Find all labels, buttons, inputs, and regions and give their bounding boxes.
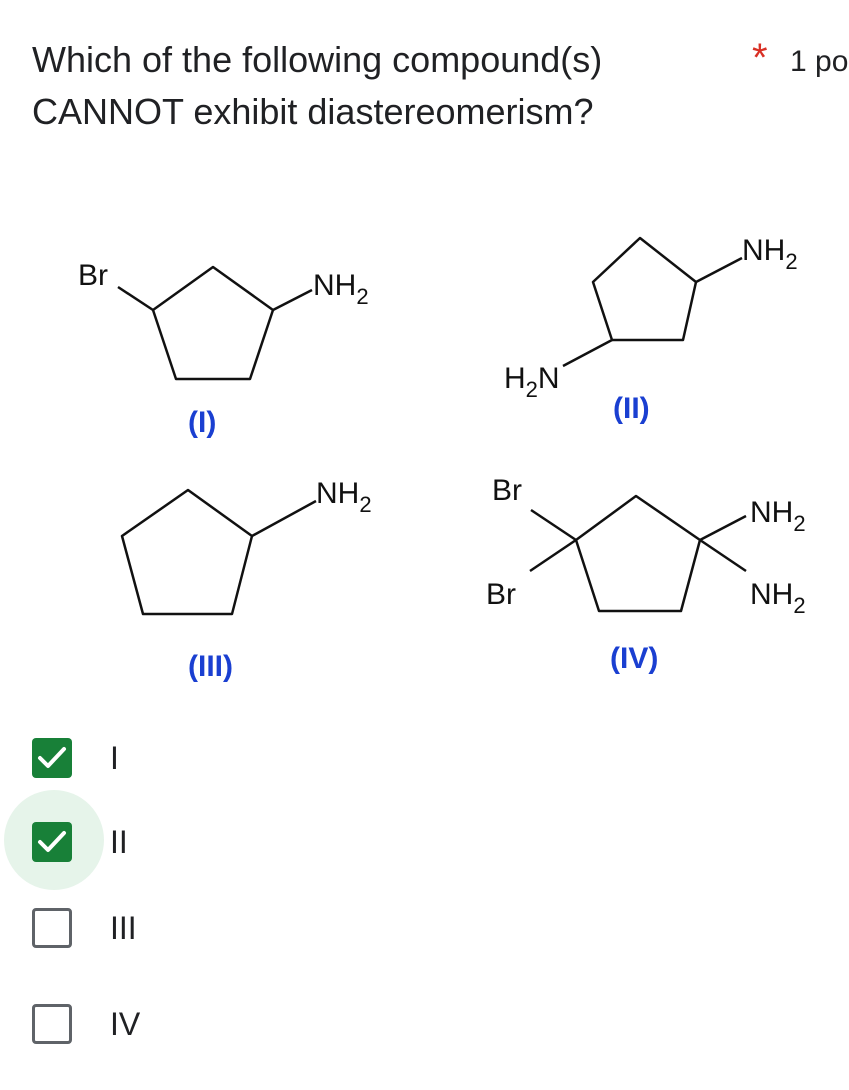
compound-ii-ring xyxy=(591,236,698,342)
question-title: Which of the following compound(s) CANNO… xyxy=(32,39,603,132)
option-label: II xyxy=(110,824,128,860)
compound-iii-ring xyxy=(120,488,254,616)
option-label: IV xyxy=(110,1006,141,1042)
checkmark-icon xyxy=(38,747,66,768)
compound-iv-nh2-label-top: NH2 xyxy=(750,496,806,536)
compound-iii-nh2-label: NH2 xyxy=(316,477,372,517)
compound-ii-nh2-label: NH2 xyxy=(742,234,798,274)
option-label: III xyxy=(110,910,137,946)
compound-iv-nh2-bond-bottom xyxy=(699,538,747,573)
option-iv[interactable]: IV xyxy=(0,984,849,1064)
compound-iii-label: (III) xyxy=(188,650,233,683)
option-label: I xyxy=(110,740,119,776)
compound-iv-ring xyxy=(574,494,702,613)
compound-i-ring xyxy=(151,265,275,381)
compound-iii-nh2-bond xyxy=(251,499,317,538)
checkmark-icon xyxy=(38,831,66,852)
compound-ii-label: (II) xyxy=(613,392,650,425)
compound-iv-nh2-label-bottom: NH2 xyxy=(750,578,806,618)
compound-iv-br-bond-top xyxy=(530,508,577,542)
compound-iv-nh2-bond-top xyxy=(699,514,747,542)
chemical-structures-figure: Br NH2 (I) NH2 H2N (II) NH2 (III) Br Br … xyxy=(78,234,806,683)
required-asterisk: * xyxy=(752,36,768,80)
checkbox-unchecked[interactable] xyxy=(32,1004,72,1044)
compound-i-br-bond xyxy=(117,285,154,312)
compound-i-br-label: Br xyxy=(78,259,108,292)
compound-i-label: (I) xyxy=(188,406,216,439)
compound-iv-br-label-top: Br xyxy=(492,474,522,507)
checkbox-checked[interactable] xyxy=(32,822,72,862)
checkbox-checked[interactable] xyxy=(32,738,72,778)
compound-iv-br-bond-bottom xyxy=(529,538,577,573)
checkbox-unchecked[interactable] xyxy=(32,908,72,948)
option-iii[interactable]: III xyxy=(0,888,849,968)
compound-i-nh2-label: NH2 xyxy=(313,269,369,309)
compound-iv-label: (IV) xyxy=(610,642,658,675)
points-label: 1 po xyxy=(790,45,849,78)
compound-i-nh2-bond xyxy=(272,288,313,312)
compound-iv-br-label-bottom: Br xyxy=(486,578,516,611)
compound-ii-h2n-label: H2N xyxy=(504,362,560,402)
compound-ii-h2n-bond xyxy=(562,338,613,368)
option-ii[interactable]: II xyxy=(0,790,849,890)
option-i[interactable]: I xyxy=(0,718,849,798)
compound-ii-nh2-bond xyxy=(695,256,743,284)
